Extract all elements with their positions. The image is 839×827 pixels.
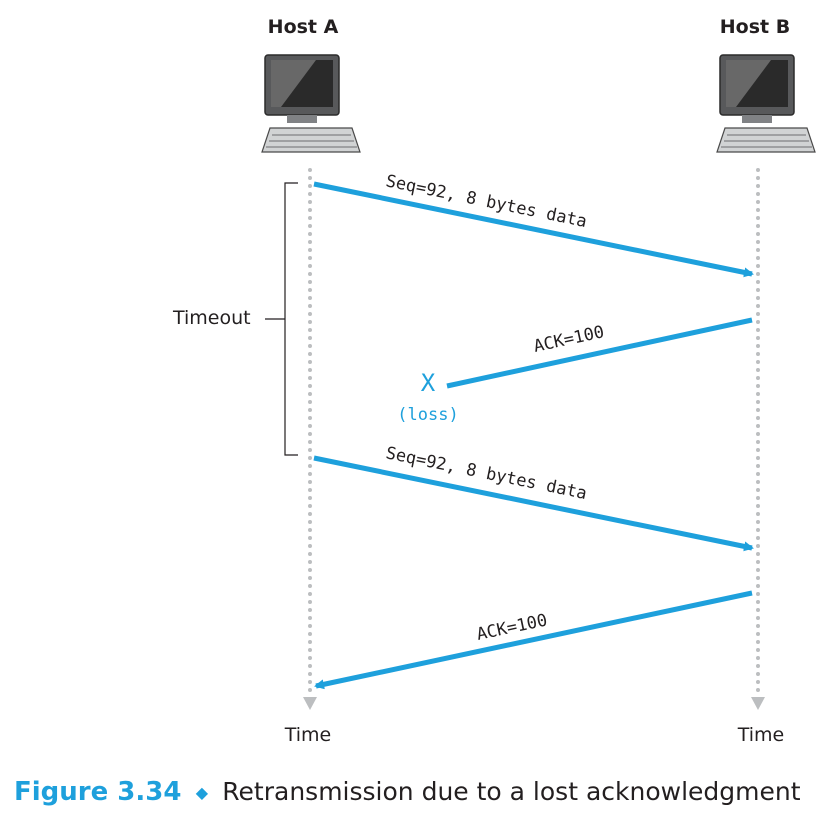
- figure-caption: Figure 3.34 ◆ Retransmission due to a lo…: [14, 777, 801, 807]
- host-a-time-arrow-icon: [303, 697, 317, 710]
- message-arrow-4: [314, 590, 753, 690]
- figure-caption-text: Retransmission due to a lost acknowledgm…: [222, 777, 801, 806]
- figure-number: Figure 3.34: [14, 777, 182, 807]
- host-b-time-arrow-icon: [751, 697, 765, 710]
- host-a-computer-icon: [261, 54, 361, 153]
- message-label-1: Seq=92, 8 bytes data: [384, 171, 589, 232]
- message-arrow-3: [313, 455, 754, 552]
- loss-label: (loss): [397, 405, 458, 425]
- loss-mark-icon: X: [421, 369, 436, 397]
- host-b-label: Host B: [719, 16, 791, 38]
- host-b-time-label: Time: [737, 724, 785, 746]
- host-a-label: Host A: [267, 16, 339, 38]
- message-arrow-2-lost: [446, 317, 753, 389]
- timeout-label: Timeout: [173, 307, 251, 329]
- host-a-time-label: Time: [284, 724, 332, 746]
- host-b-computer-icon: [716, 54, 816, 153]
- timeout-bracket: [284, 182, 298, 456]
- message-arrow-1: [313, 181, 754, 278]
- diamond-icon: ◆: [195, 783, 209, 802]
